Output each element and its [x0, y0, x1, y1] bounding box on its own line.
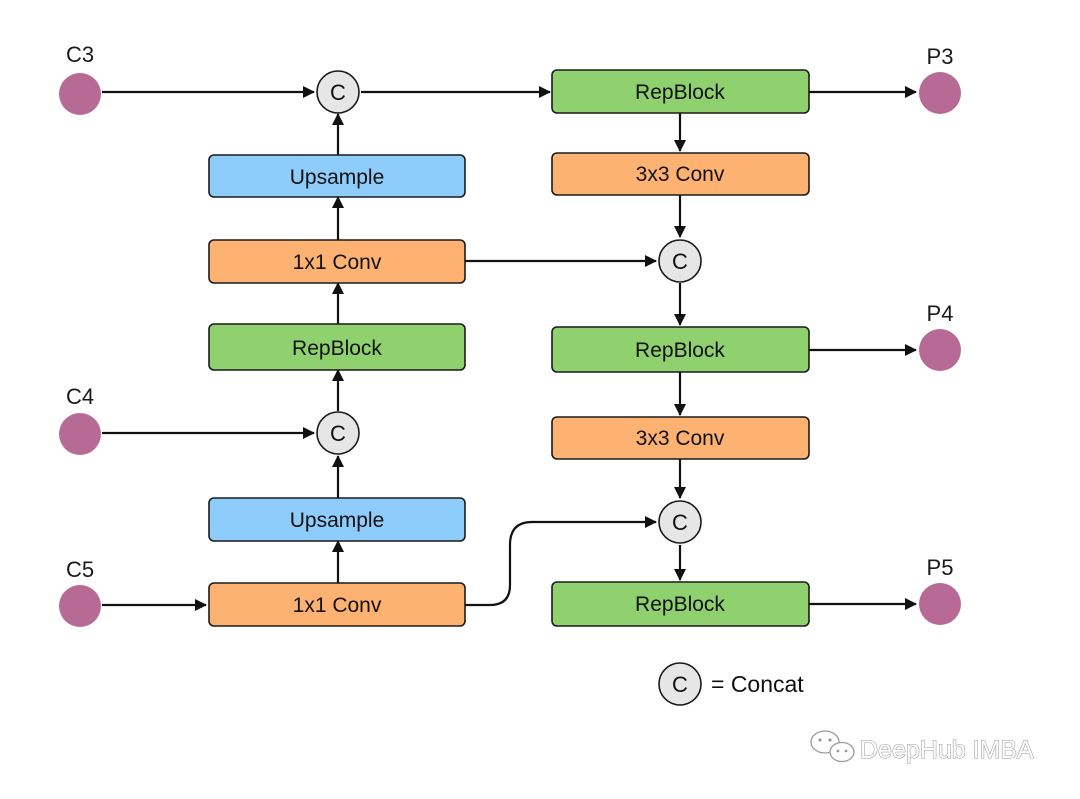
concat-node-1: C — [316, 70, 360, 114]
concat-node-4-symbol: C — [672, 510, 688, 535]
output-label-p3: P3 — [927, 44, 954, 69]
input-circle-c4 — [59, 413, 101, 455]
legend-concat-circle — [658, 662, 702, 706]
concat-node-2-symbol: C — [330, 421, 346, 446]
output-circle-p4 — [919, 329, 961, 371]
repblock-p5: RepBlock — [551, 581, 810, 627]
output-label-p4: P4 — [927, 301, 954, 326]
output-label-p5: P5 — [927, 555, 954, 580]
input-label-c4: C4 — [66, 384, 94, 409]
conv3x3-block-bottom: 3x3 Conv — [551, 416, 810, 460]
output-node-p4: P4 — [919, 301, 961, 371]
repblock-p4-label: RepBlock — [635, 339, 725, 362]
repblock-p3-label: RepBlock — [635, 81, 725, 104]
conv3x3-top-label: 3x3 Conv — [636, 163, 725, 186]
upsample-block-top: Upsample — [208, 154, 466, 198]
input-label-c3: C3 — [66, 42, 94, 67]
repblock-left: RepBlock — [208, 323, 466, 371]
conv1x1-block-top: 1x1 Conv — [208, 239, 466, 284]
input-circle-c3 — [59, 73, 101, 115]
output-circle-p3 — [919, 72, 961, 114]
repblock-p4: RepBlock — [551, 326, 810, 373]
input-node-c5: C5 — [59, 557, 101, 627]
watermark-text: DeepHub IMBA — [860, 736, 1034, 764]
repblock-p5-label: RepBlock — [635, 593, 725, 616]
repblock-left-label: RepBlock — [292, 337, 382, 360]
edges — [102, 86, 917, 611]
output-node-p5: P5 — [919, 555, 961, 625]
edge-conv1x1-bottom-to-concat4 — [465, 516, 657, 607]
conv3x3-bottom-label: 3x3 Conv — [636, 427, 725, 450]
upsample-block-bottom: Upsample — [208, 497, 466, 542]
input-label-c5: C5 — [66, 557, 94, 582]
legend: C = Concat — [658, 662, 804, 706]
conv1x1-bottom-label: 1x1 Conv — [293, 594, 382, 617]
legend-concat-symbol: C — [672, 672, 688, 697]
upsample-bottom-label: Upsample — [290, 509, 385, 532]
upsample-top-label: Upsample — [290, 166, 385, 189]
input-circle-c5 — [59, 585, 101, 627]
repblock-p3: RepBlock — [551, 69, 810, 114]
conv3x3-block-top: 3x3 Conv — [551, 152, 810, 196]
output-circle-p5 — [919, 583, 961, 625]
input-node-c3: C3 — [59, 42, 101, 115]
conv1x1-block-bottom: 1x1 Conv — [208, 582, 466, 627]
concat-node-4: C — [658, 500, 702, 544]
output-node-p3: P3 — [919, 44, 961, 114]
concat-node-2: C — [316, 411, 360, 455]
concat-node-3: C — [658, 239, 702, 283]
input-node-c4: C4 — [59, 384, 101, 455]
legend-concat-text: = Concat — [711, 671, 804, 697]
wechat-icon — [810, 730, 855, 763]
conv1x1-top-label: 1x1 Conv — [293, 251, 382, 274]
watermark: DeepHub IMBA — [810, 730, 1035, 765]
concat-node-3-symbol: C — [672, 249, 688, 274]
concat-node-1-symbol: C — [330, 80, 346, 105]
